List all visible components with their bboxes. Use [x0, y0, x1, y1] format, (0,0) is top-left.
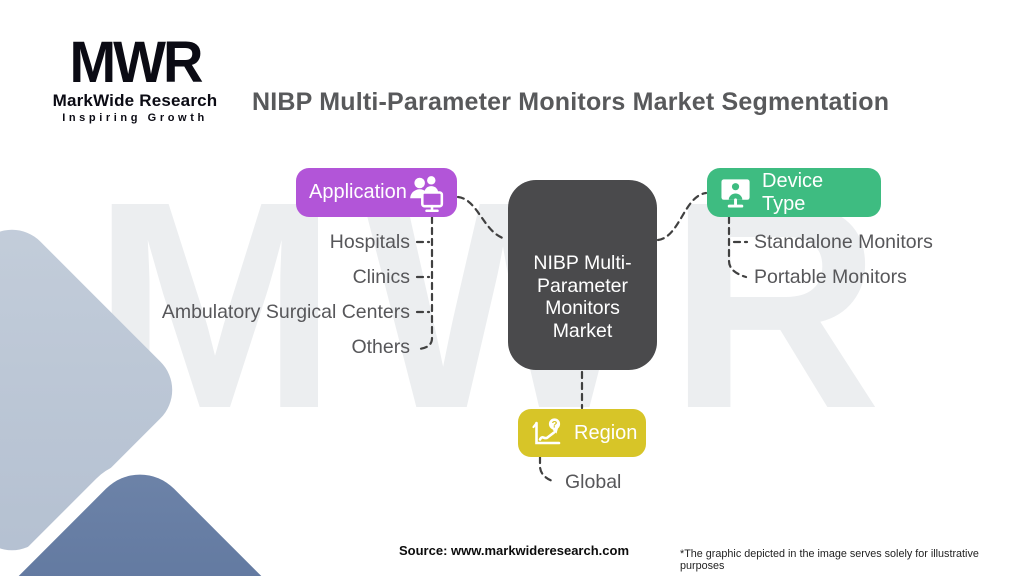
- source-text: Source: www.markwideresearch.com: [399, 543, 630, 558]
- person-monitor-icon: [720, 176, 753, 210]
- connector-device-items-spine: [727, 215, 748, 279]
- branch-label-application: Application: [309, 181, 407, 203]
- leaf-standalone-monitors: Standalone Monitors: [754, 231, 933, 253]
- leaf-others: Others: [351, 336, 410, 358]
- connector-application-items-spine: [417, 215, 434, 351]
- users-monitor-icon: [408, 174, 444, 212]
- disclaimer-text: *The graphic depicted in the image serve…: [680, 548, 979, 572]
- svg-text:?: ?: [552, 419, 558, 430]
- brand-logo-mark: MWR: [69, 28, 204, 95]
- brand-name: MarkWide Research: [52, 91, 218, 110]
- branch-label-device-type: Device Type: [762, 169, 824, 215]
- brand-logo: MWR MarkWide Research Inspiring Growth: [30, 28, 240, 124]
- connector-region-to-global: [538, 455, 557, 484]
- leaf-global: Global: [565, 471, 622, 493]
- leaf-clinics: Clinics: [352, 266, 410, 288]
- branch-badge-device-type: Device Type: [707, 168, 881, 217]
- page-title: NIBP Multi-Parameter Monitors Market Seg…: [252, 88, 890, 116]
- center-node: NIBP Multi-Parameter Monitors Market: [508, 180, 657, 370]
- branch-badge-region: ? Region: [518, 409, 646, 457]
- leaf-ambulatory-surgical-centers: Ambulatory Surgical Centers: [161, 301, 410, 323]
- connector-application-to-center: [456, 195, 508, 241]
- center-node-label: NIBP Multi-Parameter Monitors Market: [533, 252, 632, 342]
- connector-center-to-device: [656, 191, 708, 242]
- chart-question-icon: ?: [531, 416, 565, 450]
- brand-tagline: Inspiring Growth: [62, 112, 208, 124]
- leaf-hospitals: Hospitals: [329, 231, 410, 253]
- leaf-portable-monitors: Portable Monitors: [754, 266, 907, 288]
- branch-label-region: Region: [574, 421, 638, 444]
- branch-badge-application: Application: [296, 168, 457, 217]
